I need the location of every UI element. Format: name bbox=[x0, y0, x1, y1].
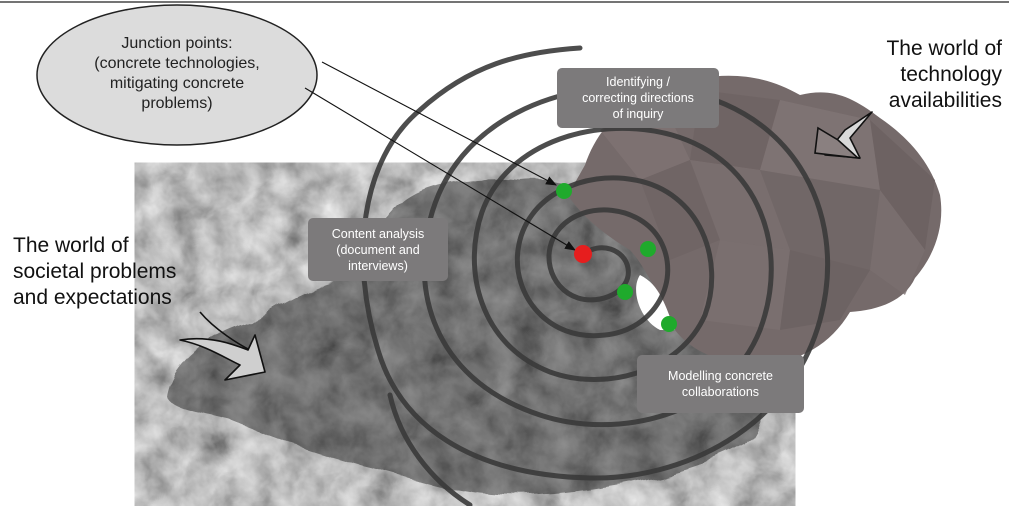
content-analysis-box: Content analysis (document and interview… bbox=[308, 218, 448, 281]
societal-world-label: The world of societal problems and expec… bbox=[13, 233, 223, 311]
modelling-collaborations-box: Modelling concrete collaborations bbox=[637, 355, 804, 413]
societal-world-line: The world of bbox=[13, 234, 129, 257]
bubble-line: Junction points: bbox=[121, 35, 233, 52]
technology-arrow-head bbox=[814, 126, 861, 160]
box-line: Modelling concrete bbox=[668, 369, 773, 383]
technology-world-label: The world of technology availabilities bbox=[802, 36, 1002, 114]
bubble-line: problems) bbox=[141, 95, 213, 112]
societal-arrow bbox=[179, 334, 266, 381]
box-line: collaborations bbox=[681, 385, 760, 399]
junction-points-bubble bbox=[36, 4, 318, 146]
box-line: interviews) bbox=[348, 258, 408, 273]
junction-point bbox=[617, 284, 633, 300]
box-line: Identifying / bbox=[606, 75, 670, 89]
junction-point bbox=[556, 183, 572, 199]
inquiry-spiral bbox=[360, 45, 830, 506]
box-line: correcting directions bbox=[582, 91, 694, 105]
box-line: of inquiry bbox=[612, 107, 664, 121]
junction-point bbox=[640, 241, 656, 257]
center-point bbox=[574, 245, 592, 263]
pointer-line-upper bbox=[321, 61, 557, 186]
box-line: (document and bbox=[336, 242, 420, 257]
technology-world-line: The world of bbox=[886, 37, 1002, 60]
societal-world-line: societal problems bbox=[13, 260, 177, 283]
technology-world-line: technology bbox=[900, 63, 1002, 86]
bubble-line: mitigating concrete bbox=[109, 75, 245, 92]
identifying-directions-box: Identifying / correcting directions of i… bbox=[557, 68, 719, 128]
junction-points-text: Junction points: (concrete technologies,… bbox=[42, 34, 312, 114]
bubble-line: (concrete technologies, bbox=[94, 55, 260, 72]
pointer-line-lower bbox=[304, 87, 576, 251]
societal-world-region bbox=[165, 178, 766, 496]
societal-world-line: and expectations bbox=[13, 286, 172, 309]
box-line: Content analysis bbox=[331, 226, 425, 241]
societal-arrow-stem bbox=[199, 311, 251, 351]
junction-point bbox=[661, 316, 677, 332]
technology-world-line: availabilities bbox=[888, 89, 1002, 112]
